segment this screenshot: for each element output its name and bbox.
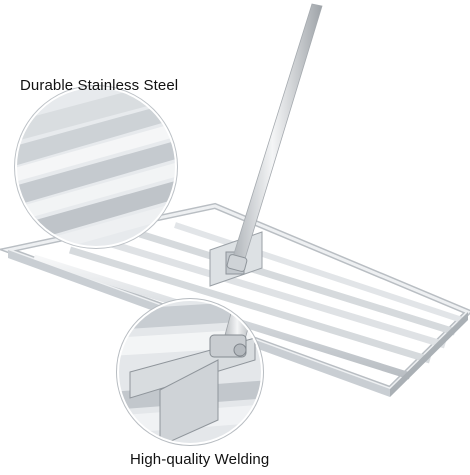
feature-label-stainless-steel: Durable Stainless Steel (20, 77, 179, 94)
feature-label-welding: High-quality Welding (130, 451, 270, 468)
zoom-circle-welding (116, 298, 264, 446)
rake-handle (226, 3, 323, 272)
zoom-circle-stainless-steel (14, 85, 178, 249)
